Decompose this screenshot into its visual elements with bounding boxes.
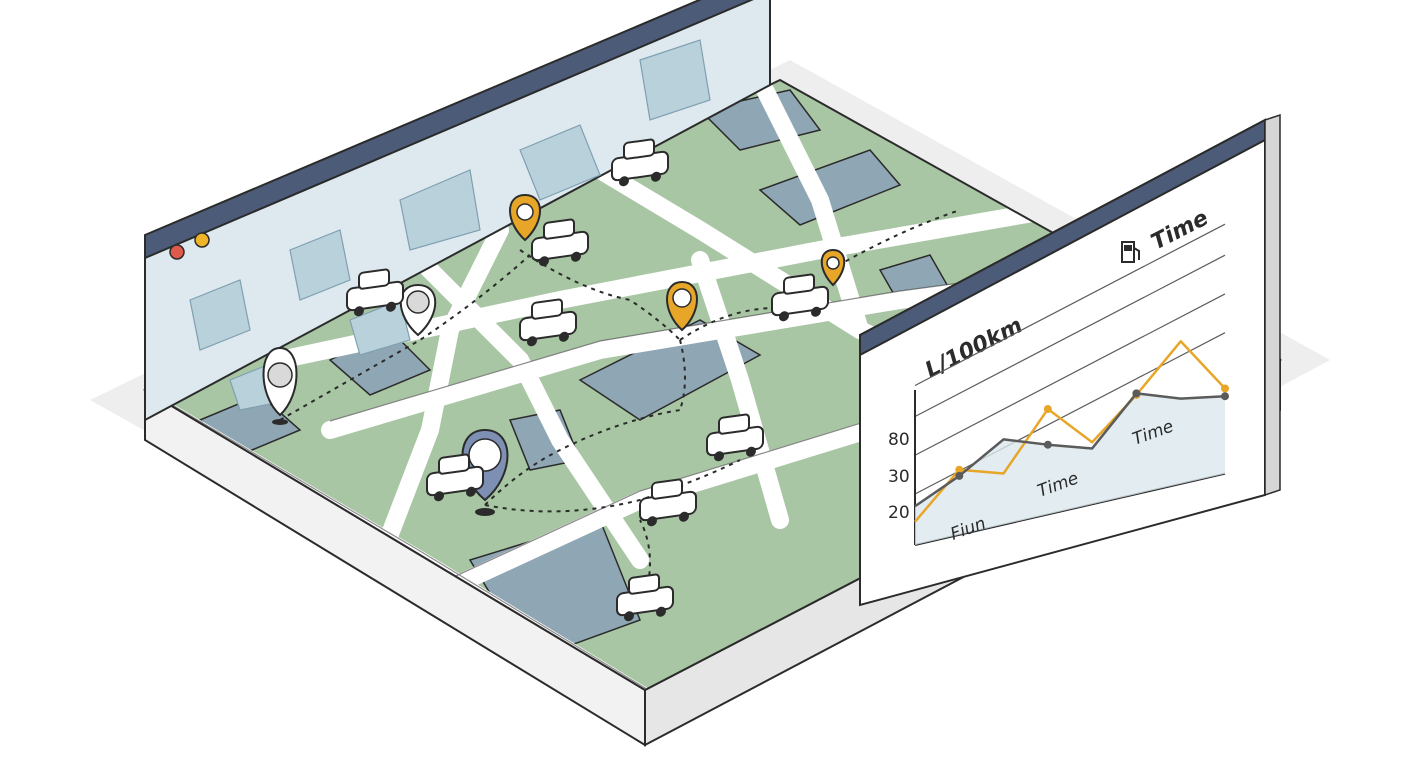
car-icon[interactable] <box>519 297 577 348</box>
pin-gray-icon[interactable] <box>399 283 437 337</box>
car-icon[interactable] <box>616 572 674 623</box>
data-point <box>1043 440 1052 449</box>
data-point <box>1043 405 1052 414</box>
car-icon[interactable] <box>771 272 829 323</box>
grid-line <box>914 223 1226 387</box>
car-icon[interactable] <box>531 217 589 268</box>
vehicle-markers <box>346 137 829 623</box>
series-line-1 <box>914 392 1226 508</box>
y-tick-label: 20 <box>888 503 910 523</box>
window-close-button[interactable] <box>169 244 185 260</box>
fuel-pump-icon <box>1121 241 1140 263</box>
data-point <box>1221 384 1229 393</box>
pin-orange-icon[interactable] <box>820 248 846 287</box>
pin-orange-icon[interactable] <box>666 280 698 332</box>
data-point <box>1132 389 1141 398</box>
wall-map-pattern <box>189 39 711 411</box>
y-tick-label: 30 <box>888 467 910 487</box>
pin-orange-icon[interactable] <box>509 193 541 242</box>
grid-line <box>914 254 1226 418</box>
car-icon[interactable] <box>706 412 764 463</box>
car-icon[interactable] <box>346 267 404 318</box>
data-point <box>955 465 964 474</box>
route-lines <box>279 209 961 611</box>
data-point <box>1221 392 1229 401</box>
y-tick-label: 80 <box>888 430 910 450</box>
pin-gray-icon[interactable] <box>262 346 298 425</box>
window-titlebar <box>144 0 754 260</box>
car-icon[interactable] <box>426 452 484 503</box>
series-area <box>915 393 1225 545</box>
car-icon[interactable] <box>611 137 669 188</box>
data-point <box>955 471 964 480</box>
window-minimize-button[interactable] <box>194 232 210 248</box>
grid-line <box>914 293 1226 456</box>
grid-line <box>914 332 1226 495</box>
car-icon[interactable] <box>639 477 697 528</box>
